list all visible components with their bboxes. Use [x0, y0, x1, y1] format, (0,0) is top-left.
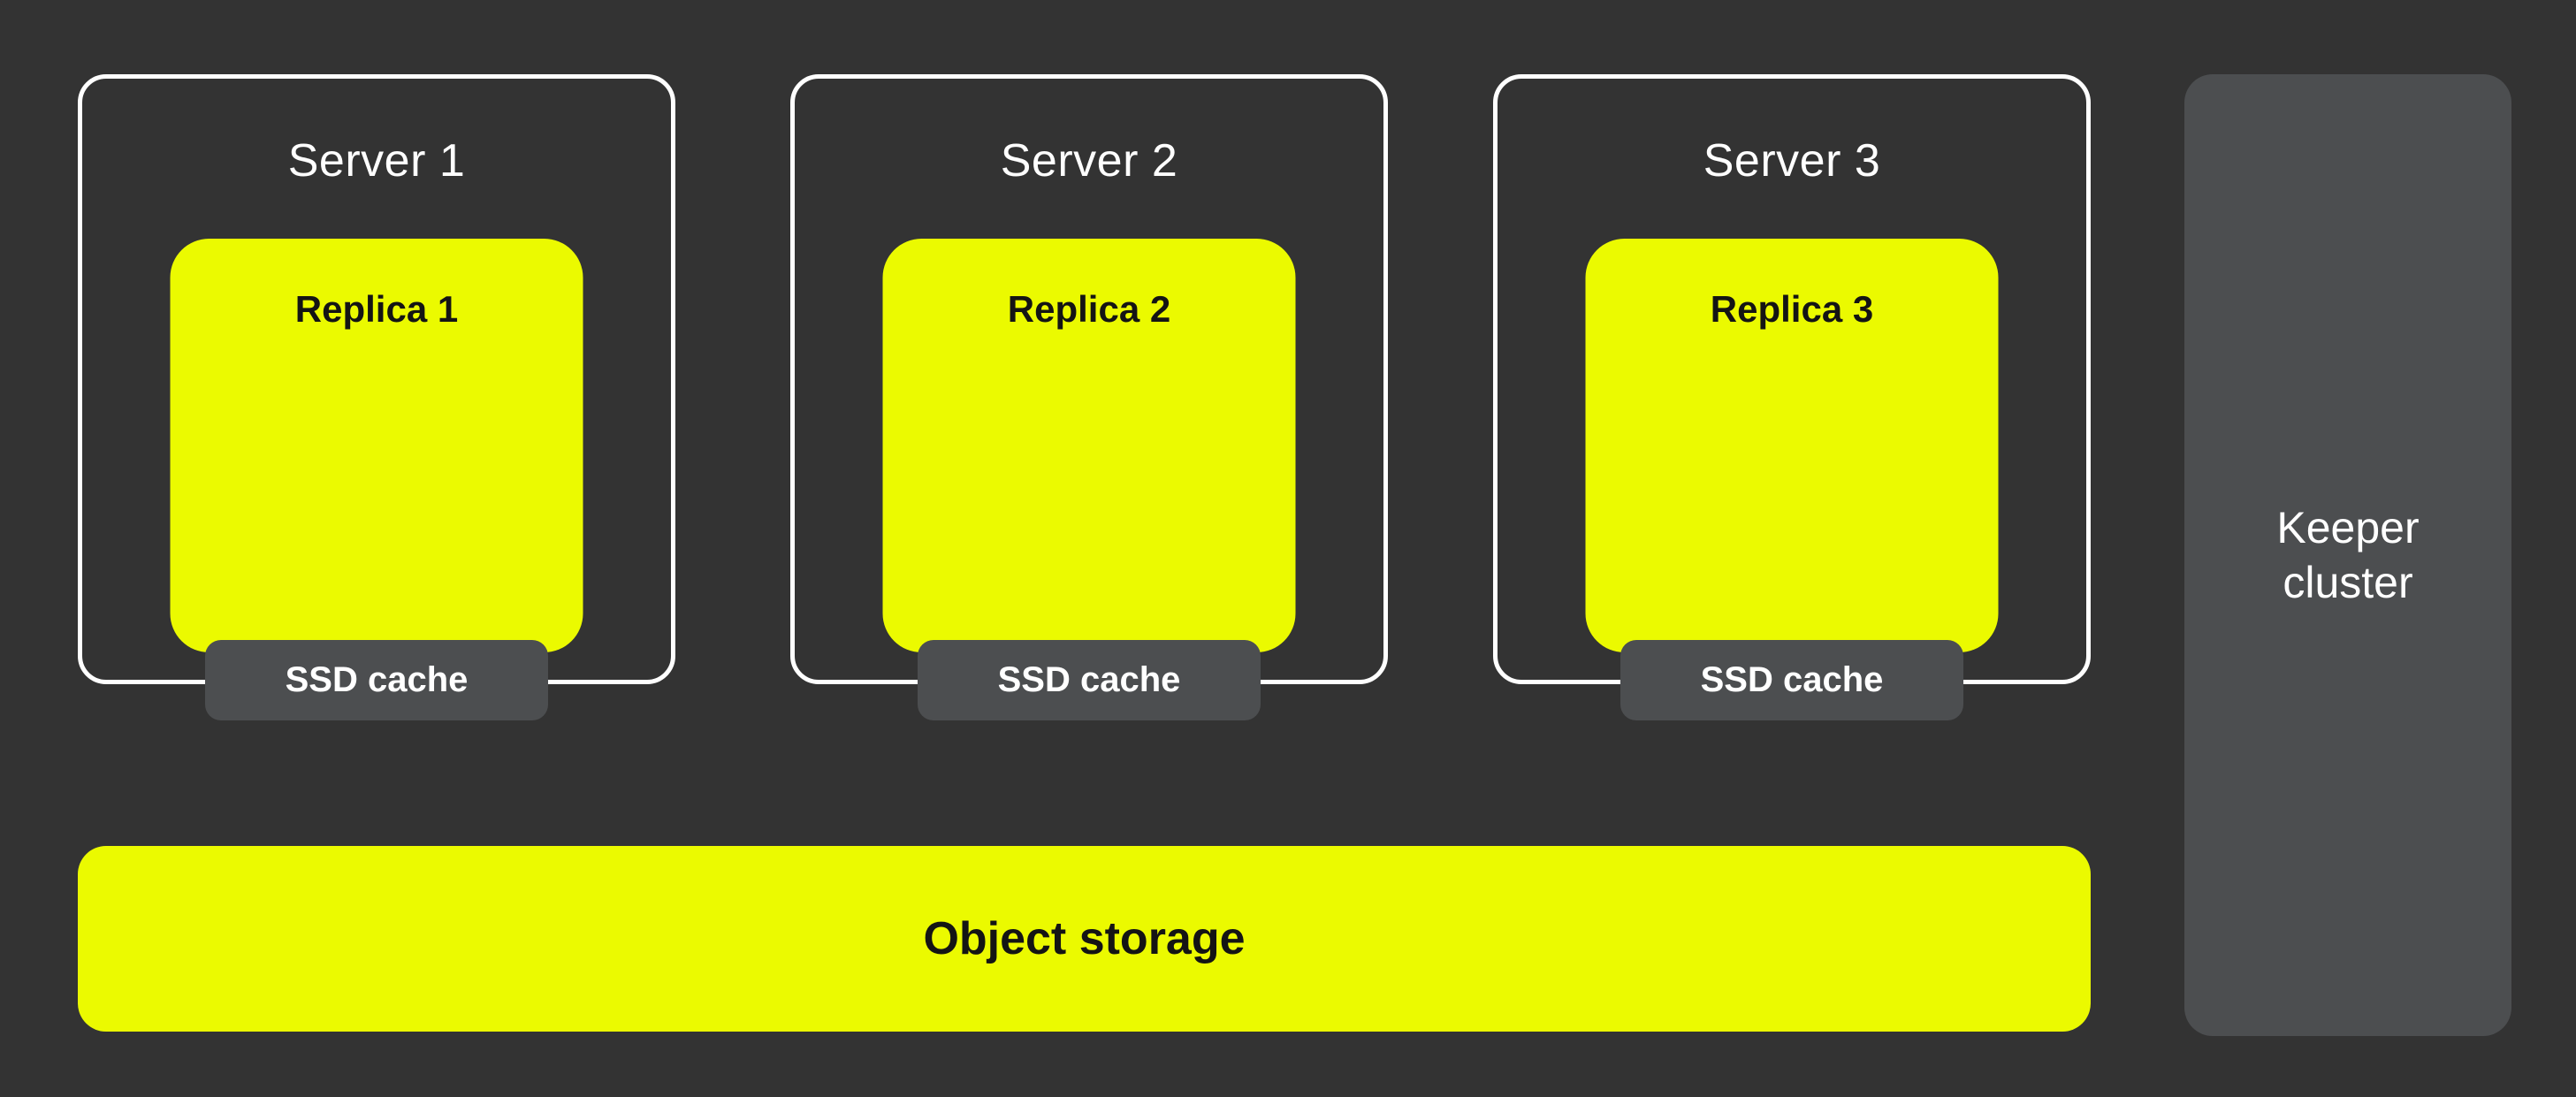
replica-3-label: Replica 3	[1710, 288, 1874, 330]
replica-1-label: Replica 1	[294, 288, 459, 330]
server-3-box: Server 3 Replica 3 SSD cache	[1493, 74, 2091, 720]
replica-1-box: Replica 1	[170, 239, 583, 652]
keeper-cluster-label-line1: Keeper	[2276, 503, 2420, 552]
ssd-cache-label-2: SSD cache	[997, 660, 1181, 699]
server-1-title: Server 1	[287, 135, 466, 187]
object-storage-label: Object storage	[923, 913, 1246, 964]
replica-3-box: Replica 3	[1585, 239, 1999, 652]
object-storage-bar: Object storage	[78, 846, 2091, 1032]
ssd-cache-badge-1: SSD cache	[205, 640, 548, 720]
server-2-title: Server 2	[1000, 135, 1178, 187]
keeper-cluster-box: Keeper cluster	[2184, 74, 2511, 1036]
ssd-cache-label-1: SSD cache	[285, 660, 469, 699]
replica-2-box: Replica 2	[882, 239, 1296, 652]
replica-2-label: Replica 2	[1007, 288, 1171, 330]
server-3-title: Server 3	[1703, 135, 1881, 187]
ssd-cache-badge-3: SSD cache	[1620, 640, 1963, 720]
server-1-box: Server 1 Replica 1 SSD cache	[78, 74, 675, 720]
server-2-box: Server 2 Replica 2 SSD cache	[790, 74, 1388, 720]
ssd-cache-label-3: SSD cache	[1700, 660, 1884, 699]
ssd-cache-badge-2: SSD cache	[918, 640, 1261, 720]
keeper-cluster-label-line2: cluster	[2283, 558, 2413, 607]
